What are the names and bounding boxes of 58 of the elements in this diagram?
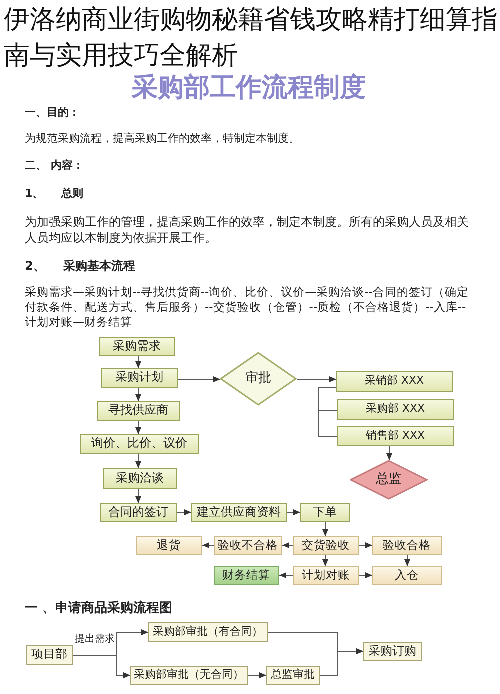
section-heading: 一 、申请商品采购流程图	[25, 601, 173, 617]
arrow	[322, 555, 328, 567]
process-box: 销售部 XXX	[337, 426, 454, 446]
page-title: 伊洛纳商业街购物秘籍省钱攻略精打细算指南与实用技巧全解析	[4, 4, 499, 73]
process-box: 交货验收	[293, 536, 359, 555]
process-box: 采购计划	[101, 368, 178, 388]
arrow	[73, 655, 131, 678]
process-box: 询价、比价、议价	[80, 434, 199, 454]
process-box: 采销部 XXX	[336, 371, 453, 392]
process-box: 建立供应商资料	[191, 503, 287, 522]
process-box: 采购部审批（无合同）	[130, 666, 248, 685]
arrow	[297, 376, 337, 382]
arrow	[136, 454, 142, 469]
arrow	[282, 542, 294, 548]
paragraph: 为加强采购工作的管理，提高采购工作的效率，制定本制度。所有的采购人员及相关人员均应以本制度为依据开展工作。	[25, 214, 470, 246]
arrow	[136, 489, 142, 504]
arrow	[320, 648, 364, 676]
paragraph: 为规范采购流程，提高采购工作的效率，特制定本制度。	[25, 132, 300, 146]
edge-label: 提出需求	[75, 634, 115, 646]
process-box: 项目部	[26, 645, 73, 665]
process-box: 合同的签订	[100, 503, 177, 522]
arrow	[136, 421, 142, 435]
process-box: 总监审批	[266, 666, 320, 685]
section-heading: 一、目的：	[25, 106, 80, 120]
process-box: 采购部 XXX	[337, 399, 454, 420]
arrow	[136, 388, 142, 402]
process-box: 下单	[300, 503, 350, 522]
paragraph: 采购需求—采购计划--寻找供货商--询价、比价、议价—采购洽谈--合同的签订（确定付款条件、配送方式、售后服务）--交货验收（仓管）--质检（不合格退货）--入库--计划对账—财务结算	[25, 285, 470, 330]
process-box: 采购洽谈	[103, 468, 177, 489]
arrow	[386, 446, 392, 461]
arrow	[322, 522, 328, 537]
arrow	[202, 542, 215, 548]
connector-line	[318, 387, 338, 437]
process-box: 采购订购	[363, 642, 422, 661]
arrow	[279, 572, 294, 578]
arrow	[177, 510, 192, 516]
arrow	[359, 572, 373, 578]
arrow	[287, 510, 301, 516]
process-box: 寻找供应商	[97, 401, 180, 421]
process-box: 采购部审批（有合同）	[148, 622, 268, 642]
arrow	[178, 376, 221, 382]
section-heading: 2、 采购基本流程	[25, 259, 136, 274]
process-box: 计划对账	[293, 566, 359, 585]
process-box: 验收合格	[372, 536, 442, 555]
decision-diamond: 总监	[350, 460, 428, 500]
process-box: 入仓	[372, 566, 442, 585]
process-box: 验收不合格	[214, 536, 282, 555]
arrow	[248, 672, 267, 678]
arrow	[359, 542, 373, 548]
arrow	[136, 356, 142, 369]
process-box: 退货	[136, 536, 202, 555]
section-heading: 1、 总则	[25, 187, 84, 201]
process-box: 采购需求	[99, 337, 175, 356]
decision-diamond: 审批	[220, 352, 297, 406]
document-title: 采购部工作流程制度	[132, 74, 367, 102]
section-heading: 二、 内容：	[25, 159, 84, 173]
arrow	[404, 555, 410, 567]
process-box: 财务结算	[214, 566, 279, 585]
